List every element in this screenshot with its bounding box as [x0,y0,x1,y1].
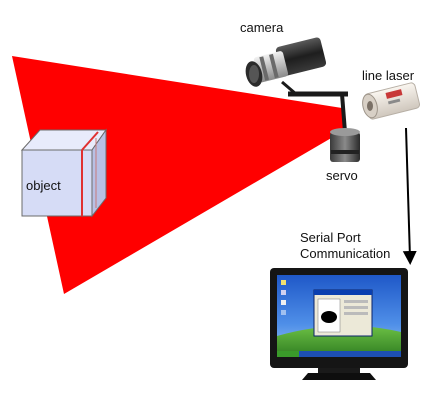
line-laser-label: line laser [362,68,415,83]
serial-label-line2: Communication [300,246,390,261]
laser-fan [12,56,345,294]
object-label: object [26,178,61,193]
servo-label: servo [326,168,358,183]
monitor-icon [270,268,408,380]
mount-bracket [281,80,348,133]
camera-icon [245,37,327,87]
object-cube [20,128,107,218]
serial-arrow [402,127,417,265]
servo-icon [330,128,360,162]
serial-label-line1: Serial Port [300,230,361,245]
line-laser-icon [362,82,421,120]
camera-label: camera [240,20,284,35]
